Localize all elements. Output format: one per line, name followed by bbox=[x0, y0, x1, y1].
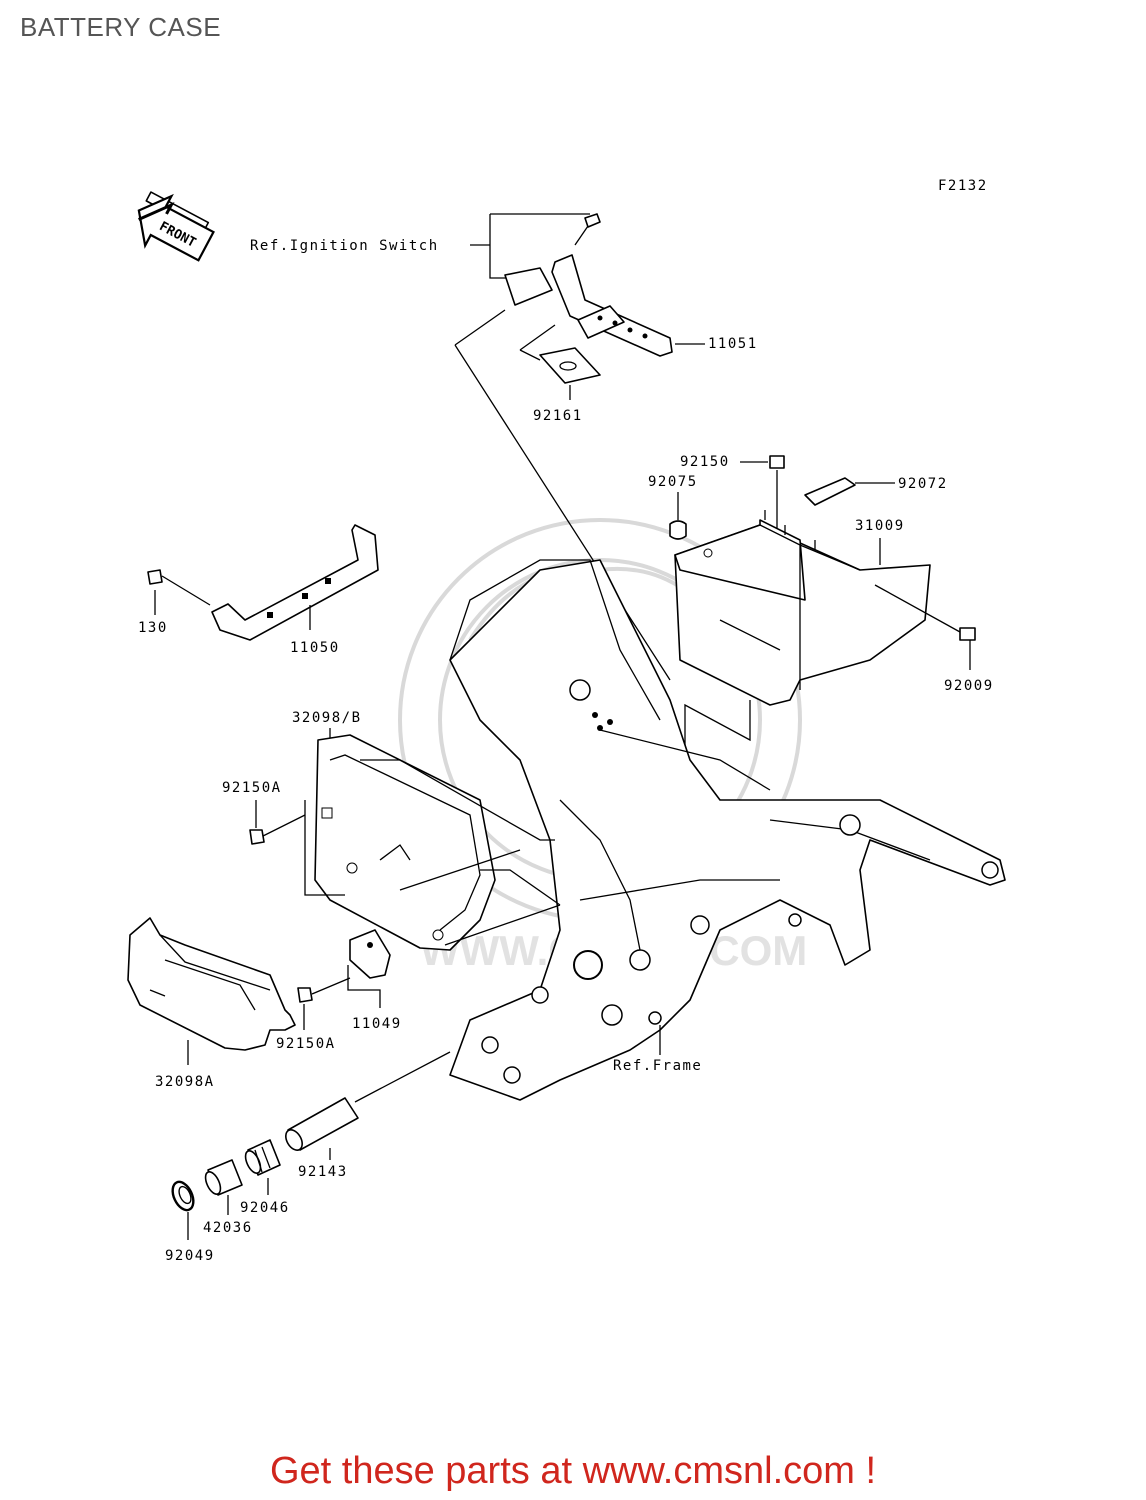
part-92150: 92150 bbox=[680, 454, 730, 470]
part-32098A: 32098A bbox=[155, 1074, 215, 1090]
part-92150A-top: 92150A bbox=[222, 780, 282, 796]
part-11049: 11049 bbox=[352, 1016, 402, 1032]
outer-cover-32098A bbox=[127, 917, 296, 1051]
battery-case-31009 bbox=[674, 510, 931, 706]
part-92143: 92143 bbox=[298, 1164, 348, 1180]
screw-130 bbox=[147, 569, 211, 606]
ref-ignition-switch-label: Ref.Ignition Switch bbox=[250, 238, 439, 254]
ref-frame-label: Ref.Frame bbox=[613, 1058, 702, 1074]
part-11051: 11051 bbox=[708, 336, 758, 352]
part-92046: 92046 bbox=[240, 1200, 290, 1216]
footer-promo-link[interactable]: Get these parts at www.cmsnl.com ! bbox=[269, 1450, 877, 1492]
part-92072: 92072 bbox=[898, 476, 948, 492]
front-arrow-icon: FRONT bbox=[137, 191, 215, 262]
part-92009: 92009 bbox=[944, 678, 994, 694]
bracket-11049 bbox=[349, 929, 391, 979]
inner-cover-32098B bbox=[314, 734, 496, 951]
bracket-11050 bbox=[211, 524, 379, 641]
part-130: 130 bbox=[138, 620, 168, 636]
part-92075: 92075 bbox=[648, 474, 698, 490]
part-92049: 92049 bbox=[165, 1248, 215, 1264]
figure-code: F2132 bbox=[938, 178, 988, 194]
page-title: BATTERY CASE bbox=[20, 12, 222, 42]
sleeve-92143 bbox=[285, 1097, 359, 1151]
bracket-11051 bbox=[504, 213, 673, 357]
exploded-parts-diagram: WWW.CMSNL.COM F2132 FRONT Ref.Ignition S… bbox=[127, 178, 1006, 1264]
plate-92161 bbox=[539, 347, 601, 384]
part-42036: 42036 bbox=[203, 1220, 253, 1236]
seal-92049 bbox=[171, 1180, 195, 1212]
part-32098B: 32098/B bbox=[292, 710, 362, 726]
collar-42036 bbox=[204, 1159, 243, 1196]
bearing-92046 bbox=[244, 1139, 281, 1176]
frame-ref bbox=[449, 559, 1006, 1101]
part-31009: 31009 bbox=[855, 518, 905, 534]
part-92150A-bottom: 92150A bbox=[276, 1036, 336, 1052]
part-11050: 11050 bbox=[290, 640, 340, 656]
part-92161: 92161 bbox=[533, 408, 583, 424]
